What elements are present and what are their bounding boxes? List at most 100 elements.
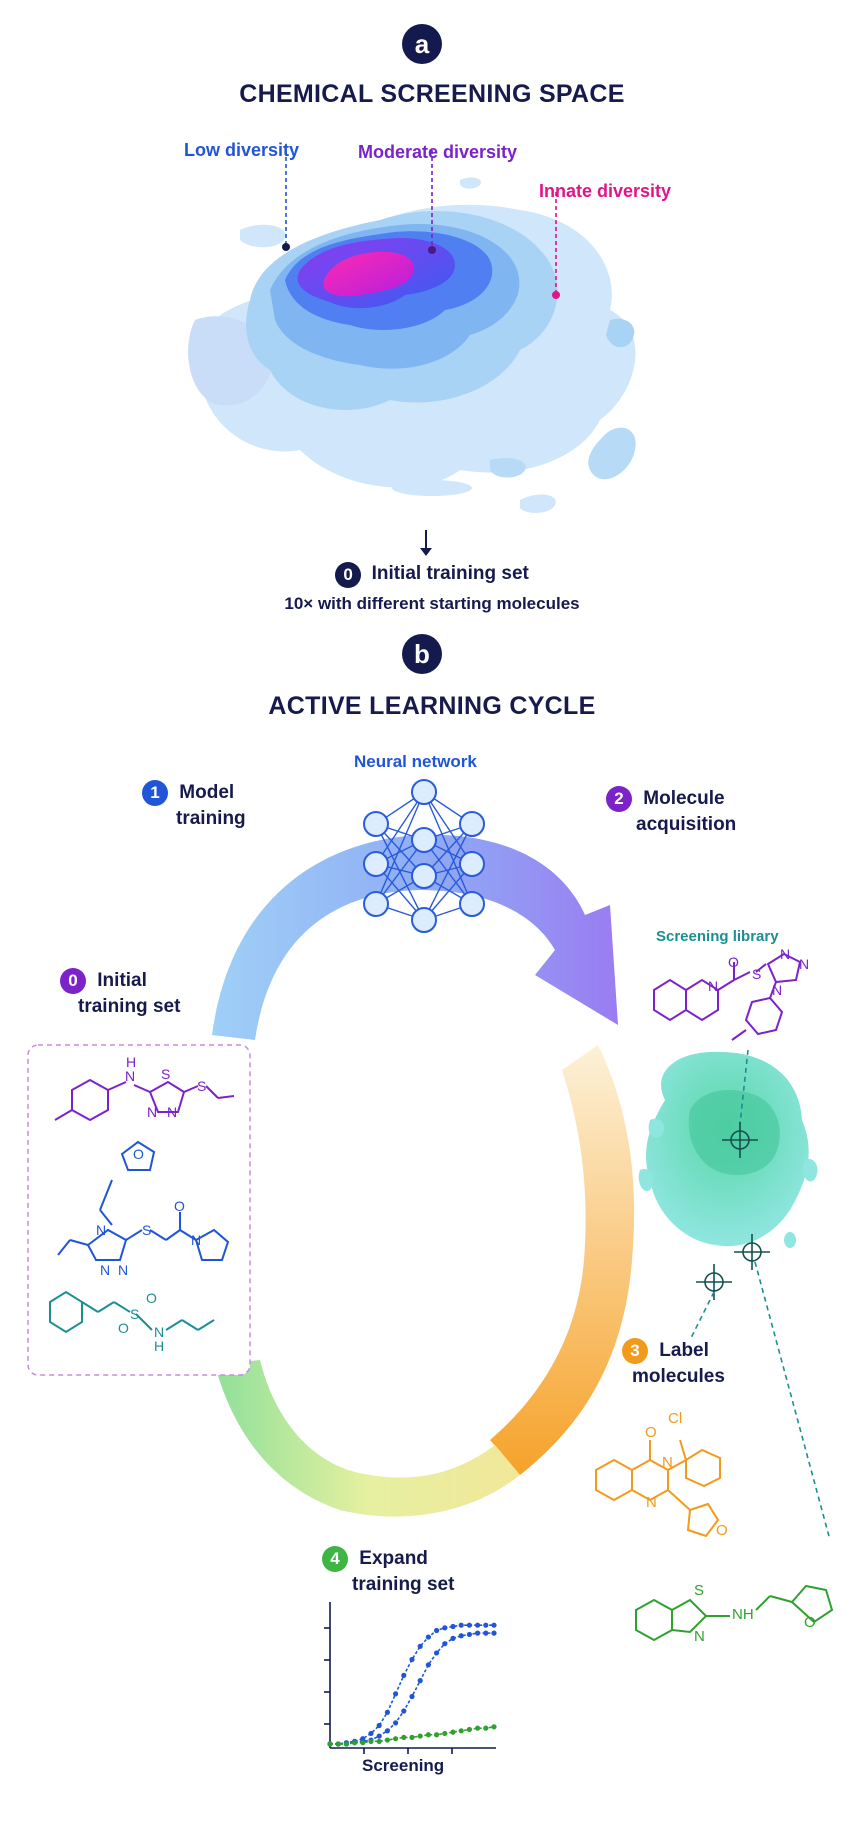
atom-label: N	[646, 1494, 657, 1511]
chart-series-line	[330, 1624, 494, 1745]
chart-point	[393, 1691, 399, 1697]
atom-label: O	[133, 1146, 144, 1162]
atom-label: N	[100, 1262, 111, 1278]
chart-point	[425, 1662, 431, 1668]
chart-point	[491, 1630, 497, 1636]
screening-space-illustration	[188, 150, 636, 513]
expand-training-set-chart	[324, 1602, 497, 1754]
initial-training-set-box	[27, 1044, 251, 1376]
target-icon	[696, 1122, 770, 1300]
chart-point	[458, 1728, 464, 1734]
chart-point	[491, 1622, 497, 1628]
atom-label: N	[662, 1454, 673, 1471]
atom-label: Cl	[668, 1410, 683, 1427]
initial-training-set-heading: 0 Initial training set	[0, 562, 864, 588]
chart-point	[450, 1623, 456, 1630]
chart-point	[491, 1724, 497, 1730]
chart-point	[458, 1622, 464, 1628]
chart-point	[450, 1635, 456, 1641]
atom-label: NH	[732, 1606, 754, 1623]
chart-point	[368, 1738, 374, 1744]
chart-point	[335, 1741, 341, 1747]
step-2-badge: 2	[606, 786, 632, 812]
atom-label: N	[96, 1222, 107, 1238]
chart-point	[376, 1722, 382, 1729]
active-learning-cycle-diagram	[27, 779, 834, 1642]
chart-point	[409, 1656, 415, 1663]
chart-point	[475, 1725, 481, 1731]
chart-point	[434, 1650, 440, 1656]
chart-point	[425, 1634, 431, 1640]
cycle-arc-right	[490, 1045, 635, 1475]
step-0-line1: Initial	[97, 970, 147, 992]
cycle-arc-bottom	[215, 1360, 520, 1517]
chart-point	[376, 1738, 382, 1744]
panel-a-title: CHEMICAL SCREENING SPACE	[239, 80, 625, 108]
chart-point	[483, 1630, 489, 1636]
chart-point	[384, 1728, 390, 1734]
panel-b-title: ACTIVE LEARNING CYCLE	[268, 692, 596, 720]
atom-label: N	[772, 982, 783, 998]
chart-point	[393, 1736, 399, 1742]
step-3-label-molecules: 3 Label molecules	[622, 1338, 725, 1390]
chart-point	[352, 1740, 358, 1746]
chart-point	[368, 1730, 374, 1737]
atom-label: N	[694, 1628, 705, 1645]
chart-point	[483, 1725, 489, 1731]
step-0-badge: 0	[335, 562, 362, 588]
atom-label: N	[167, 1104, 178, 1120]
chart-point	[409, 1734, 415, 1740]
step-2-line2: acquisition	[636, 814, 737, 836]
atom-label: S	[161, 1066, 171, 1082]
initial-training-set-subtitle: 10× with different starting molecules	[284, 594, 580, 613]
atom-label: S	[130, 1306, 140, 1322]
chart-point	[343, 1741, 349, 1747]
down-arrow-icon	[420, 530, 432, 556]
chart-point	[327, 1741, 333, 1747]
atom-label: O	[716, 1522, 728, 1539]
atom-label: N	[780, 946, 791, 962]
chart-point	[401, 1672, 407, 1678]
chart-point	[417, 1733, 423, 1739]
step-4-expand-training-set: 4 Expand training set	[322, 1546, 454, 1598]
panel-b-badge: b	[402, 634, 442, 674]
step-1-line1: Model	[179, 782, 235, 804]
step-3-line2: molecules	[632, 1366, 725, 1388]
chart-point	[466, 1726, 472, 1733]
chart-point	[434, 1732, 440, 1738]
step-2-molecule-acquisition: 2 Molecule acquisition	[606, 786, 736, 838]
chart-point	[475, 1630, 481, 1636]
atom-label: N	[125, 1068, 136, 1084]
chart-point	[417, 1678, 423, 1684]
chart-point	[442, 1730, 448, 1737]
chart-point	[384, 1709, 390, 1715]
chart-point	[393, 1720, 399, 1726]
molecule-triazole-pyrrolidine	[57, 1140, 230, 1261]
atom-label: S	[197, 1078, 207, 1094]
chart-point	[466, 1622, 472, 1628]
panel-a-badge: a	[402, 24, 442, 64]
hot-core	[323, 251, 414, 297]
step-0-line2: training set	[78, 996, 181, 1018]
atom-label: S	[694, 1582, 705, 1599]
chart-point	[417, 1643, 423, 1649]
step-4-line1: Expand	[359, 1548, 428, 1570]
atom-label: O	[728, 954, 739, 970]
step-4-line2: training set	[352, 1574, 455, 1596]
atom-label: N	[118, 1262, 129, 1278]
molecule-thiadiazole	[54, 1078, 235, 1122]
atom-label: N	[708, 978, 719, 994]
chart-point	[475, 1622, 481, 1628]
step-1-model-training: 1 Model training	[142, 780, 246, 832]
molecule-benzothiazole	[635, 1584, 834, 1642]
atom-label: O	[146, 1290, 157, 1306]
chart-point	[434, 1627, 440, 1634]
atom-label: O	[174, 1198, 185, 1214]
atom-label: O	[118, 1320, 129, 1336]
label-low-diversity: Low diversity	[184, 140, 300, 160]
atom-label: N	[154, 1324, 165, 1340]
atom-label: O	[645, 1424, 657, 1441]
step-3-badge: 3	[622, 1338, 648, 1364]
atom-label: N	[799, 956, 810, 972]
step-2-line1: Molecule	[643, 788, 725, 810]
